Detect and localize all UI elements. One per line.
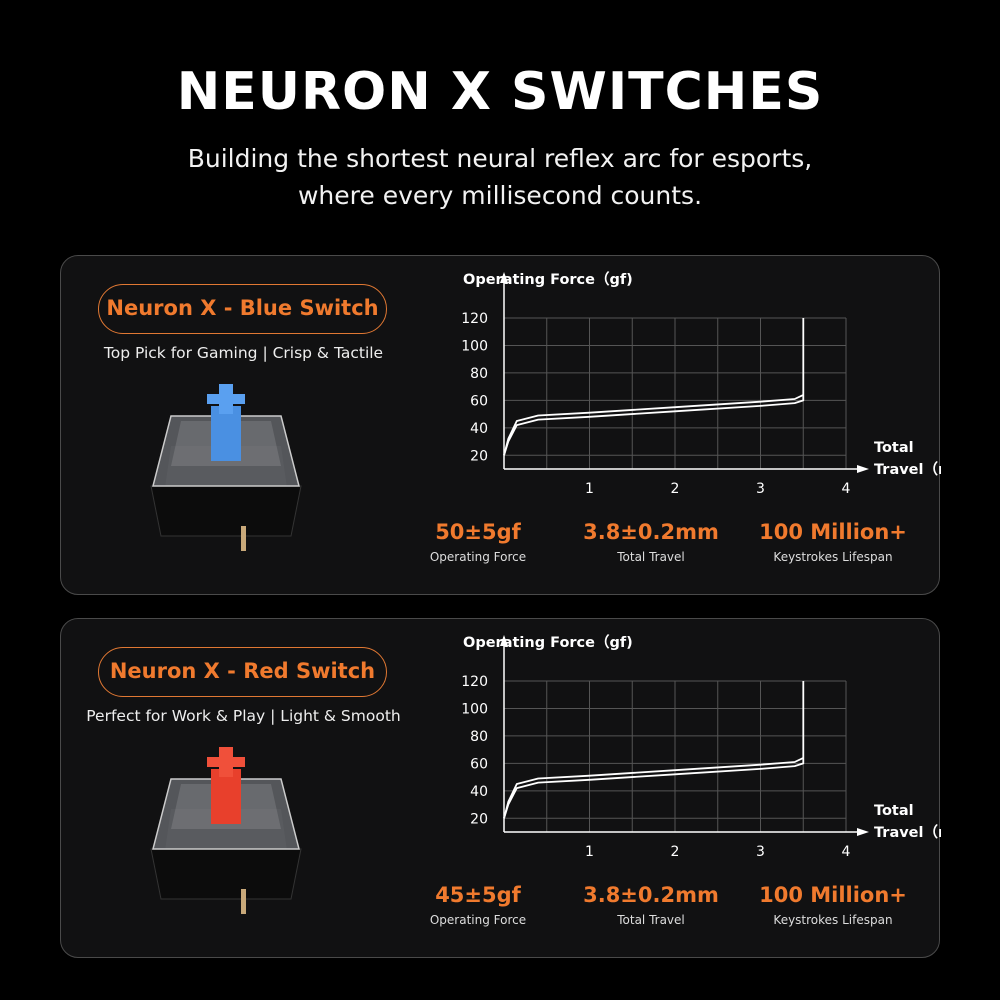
stat-value: 100 Million+ xyxy=(759,520,907,544)
page-subtitle: Building the shortest neural reflex arc … xyxy=(0,140,1000,214)
chart-grid xyxy=(503,317,847,469)
x-axis-label-line-1: Total xyxy=(874,440,914,456)
force-curve-chart: 20 40 60 80 100 120 1 2 3 4 Operating Force（gf) Tot… xyxy=(461,633,941,860)
stat-value: 3.8±0.2mm xyxy=(583,520,719,544)
force-curve-series-1 xyxy=(503,757,804,819)
chart-grid xyxy=(503,680,847,832)
stat-lifespan: 100 Million+ Keystrokes Lifespan xyxy=(753,881,913,927)
x-axis-arrow xyxy=(857,828,869,836)
y-tick-label: 80 xyxy=(470,366,488,382)
switch-name-badge: Neuron X - Blue Switch xyxy=(98,284,387,334)
x-tick-label: 2 xyxy=(671,844,680,860)
stat-label: Operating Force xyxy=(429,550,527,564)
x-tick-label: 1 xyxy=(585,481,594,497)
page-title: NEURON X SWITCHES xyxy=(176,62,824,122)
subtitle-line-2: where every millisecond counts. xyxy=(297,181,703,210)
stat-label: Operating Force xyxy=(429,913,527,927)
stat-value: 100 Million+ xyxy=(759,883,907,907)
stat-label: Keystrokes Lifespan xyxy=(773,913,893,927)
x-tick-label: 3 xyxy=(756,844,765,860)
y-tick-label: 100 xyxy=(461,701,488,717)
y-tick-label: 20 xyxy=(470,448,488,464)
y-tick-label: 60 xyxy=(470,393,488,409)
y-tick-label: 120 xyxy=(461,674,488,690)
stat-lifespan: 100 Million+ Keystrokes Lifespan xyxy=(753,518,913,564)
force-curve-series-0 xyxy=(503,681,805,819)
y-axis-arrow xyxy=(500,272,508,283)
y-tick-label: 80 xyxy=(470,729,488,745)
y-tick-label: 120 xyxy=(461,311,488,327)
force-curve-series-0 xyxy=(503,318,805,456)
stat-operating-force: 50±5gf Operating Force xyxy=(398,518,558,564)
switch-name-badge: Neuron X - Red Switch xyxy=(98,647,387,697)
x-axis-label-line-2: Travel（mm) xyxy=(874,823,941,841)
stat-total-travel: 3.8±0.2mm Total Travel xyxy=(571,518,731,564)
stat-label: Total Travel xyxy=(617,550,685,564)
switch-tagline: Top Pick for Gaming | Crisp & Tactile xyxy=(103,344,384,362)
y-axis-arrow xyxy=(500,635,508,646)
stat-label: Keystrokes Lifespan xyxy=(773,550,893,564)
red-switch-card: Neuron X - Red Switch Perfect for Work &… xyxy=(60,618,941,958)
x-tick-label: 1 xyxy=(585,844,594,860)
force-curve-chart: 20 40 60 80 100 120 1 2 3 4 Operating Force（gf) Tot… xyxy=(461,270,941,497)
stat-label: Total Travel xyxy=(617,913,685,927)
stat-total-travel: 3.8±0.2mm Total Travel xyxy=(571,881,731,927)
switch-tagline: Perfect for Work & Play | Light & Smooth xyxy=(86,707,401,725)
y-tick-label: 100 xyxy=(461,338,488,354)
y-tick-label: 20 xyxy=(470,811,488,827)
y-tick-label: 60 xyxy=(470,756,488,772)
stat-value: 50±5gf xyxy=(435,520,521,544)
x-tick-label: 3 xyxy=(756,481,765,497)
x-axis-arrow xyxy=(857,465,869,473)
red-switch-icon xyxy=(150,747,302,914)
y-axis-label: Operating Force（gf) xyxy=(463,633,633,651)
y-axis-label: Operating Force（gf) xyxy=(463,270,633,288)
stat-operating-force: 45±5gf Operating Force xyxy=(398,881,558,927)
y-tick-label: 40 xyxy=(470,784,488,800)
x-axis-label-line-2: Travel（mm) xyxy=(874,460,941,478)
x-tick-label: 4 xyxy=(842,481,851,497)
x-tick-label: 4 xyxy=(842,844,851,860)
x-tick-label: 2 xyxy=(671,481,680,497)
stat-value: 3.8±0.2mm xyxy=(583,883,719,907)
blue-switch-icon xyxy=(150,384,302,551)
subtitle-line-1: Building the shortest neural reflex arc … xyxy=(187,144,813,173)
stat-value: 45±5gf xyxy=(435,883,521,907)
blue-switch-card: Neuron X - Blue Switch Top Pick for Gami… xyxy=(60,255,941,595)
x-axis-label-line-1: Total xyxy=(874,803,914,819)
y-tick-label: 40 xyxy=(470,421,488,437)
force-curve-series-1 xyxy=(503,394,804,456)
